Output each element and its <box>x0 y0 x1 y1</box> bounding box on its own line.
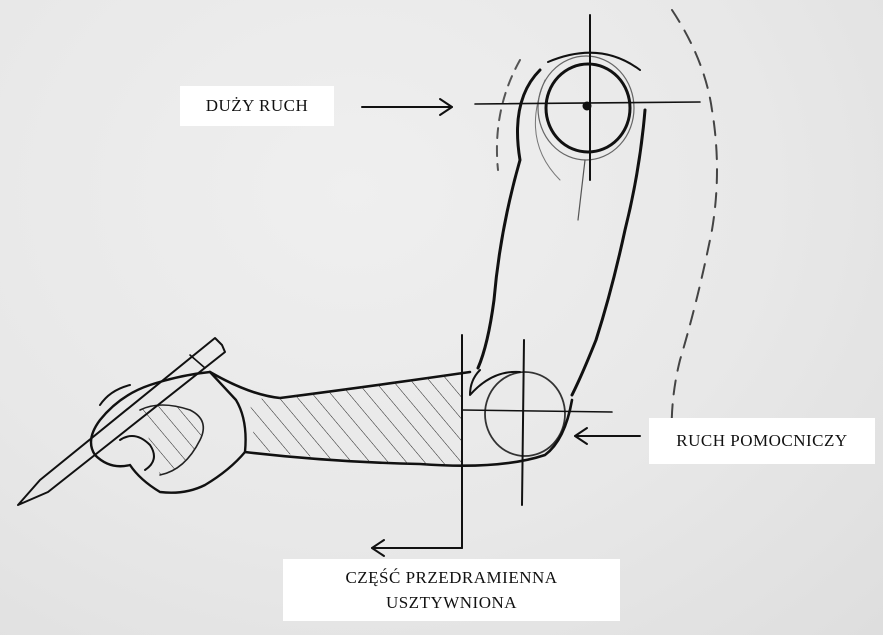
forearm-hatching <box>250 372 462 466</box>
label-forearm-line2: USZTYWNIONA <box>385 593 518 612</box>
label-stiffened-forearm: CZĘŚĆ PRZEDRAMIENNA USZTYWNIONA <box>283 559 620 621</box>
arrow-forearm <box>371 539 463 557</box>
label-big-movement: DUŻY RUCH <box>180 86 334 126</box>
label-helper-movement: RUCH POMOCNICZY <box>649 418 875 464</box>
forearm-bottom <box>243 398 574 467</box>
arrow-helper-movement <box>574 427 641 445</box>
elbow-joint <box>484 371 566 457</box>
label-forearm-line1: CZĘŚĆ PRZEDRAMIENNA <box>345 567 558 587</box>
upper-arm-outer <box>476 68 542 370</box>
back-contour <box>495 59 521 171</box>
arrow-big-movement <box>361 98 453 116</box>
pencil <box>17 337 226 506</box>
shoulder-joint <box>544 62 632 154</box>
torso-contour <box>670 9 718 441</box>
upper-arm-inner <box>570 108 647 397</box>
hand <box>89 370 247 494</box>
